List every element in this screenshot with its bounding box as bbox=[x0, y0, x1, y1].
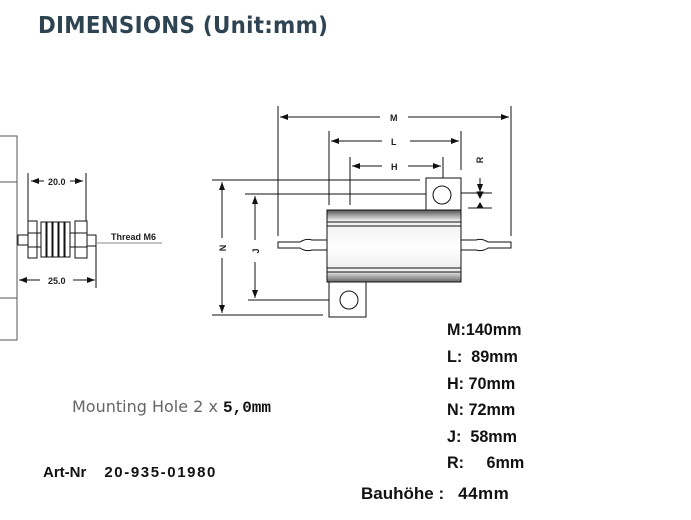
front-view bbox=[212, 106, 512, 318]
article-value: 20-935-01980 bbox=[104, 464, 217, 481]
side-view bbox=[0, 135, 162, 341]
spec-value: 70mm bbox=[464, 374, 516, 393]
mounting-value: 5,0mm bbox=[223, 399, 272, 417]
article-label: Art-Nr bbox=[43, 464, 87, 481]
mounting-hole-note: Mounting Hole 2 x 5,0mm bbox=[72, 397, 271, 417]
thread-label: Thread M6 bbox=[111, 232, 156, 242]
dim-m-label: M bbox=[390, 113, 398, 123]
spec-value: 72mm bbox=[464, 400, 516, 419]
dim-25-label: 25.0 bbox=[48, 276, 66, 286]
spec-key: H: bbox=[447, 374, 465, 393]
dim-l-label: L bbox=[391, 137, 397, 147]
spec-key: N: bbox=[447, 400, 465, 419]
spec-key: L: bbox=[447, 347, 463, 366]
spec-h: H: 70mm bbox=[447, 374, 515, 394]
spec-key: M: bbox=[447, 320, 466, 339]
spec-n: N: 72mm bbox=[447, 400, 515, 420]
spec-l: L: 89mm bbox=[447, 347, 518, 367]
build-height-label: Bauhöhe : bbox=[361, 484, 445, 503]
dim-j-label: J bbox=[251, 248, 261, 253]
spec-value: 6mm bbox=[464, 453, 525, 472]
build-height: Bauhöhe : 44mm bbox=[361, 484, 509, 504]
spec-m: M:140mm bbox=[447, 320, 522, 340]
spec-value: 89mm bbox=[462, 347, 518, 366]
spec-key: R: bbox=[447, 453, 465, 472]
mounting-label: Mounting Hole 2 x bbox=[72, 397, 223, 416]
spec-value: 58mm bbox=[461, 427, 518, 446]
build-height-value: 44mm bbox=[458, 484, 510, 503]
spec-value: 140mm bbox=[465, 320, 522, 339]
spec-r: R: 6mm bbox=[447, 453, 524, 473]
dim-20-label: 20.0 bbox=[48, 177, 66, 187]
spec-j: J: 58mm bbox=[447, 427, 517, 447]
article-number: Art-Nr 20-935-01980 bbox=[43, 464, 217, 481]
dim-r-label: R bbox=[475, 156, 485, 163]
dim-n-label: N bbox=[218, 245, 228, 252]
page-title: DIMENSIONS (Unit:mm) bbox=[38, 13, 329, 39]
dim-h-label: H bbox=[391, 162, 398, 172]
spec-key: J: bbox=[447, 427, 462, 446]
